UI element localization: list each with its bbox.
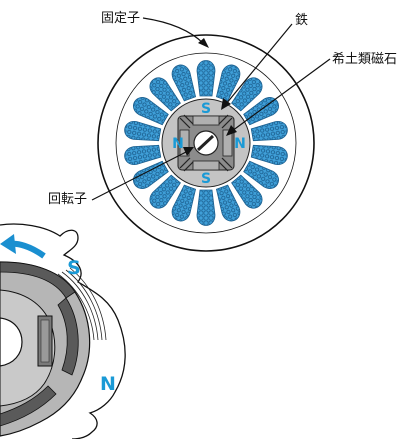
pole-n-right: N	[234, 136, 246, 152]
coil-slot	[250, 121, 288, 142]
pole-s-top: S	[201, 101, 211, 117]
detail-pole-s: S	[67, 257, 81, 279]
label-iron: 鉄	[295, 13, 308, 28]
detail-stator-outline	[0, 223, 126, 439]
label-magnet: 希土類磁石	[332, 52, 397, 67]
coil-slot	[171, 64, 197, 102]
coil-slot	[250, 144, 288, 165]
coil-slot	[215, 184, 241, 222]
coil-slot	[149, 174, 181, 209]
detail-pole-n: N	[100, 373, 116, 395]
rotor-detail: S N	[0, 223, 126, 439]
magnet-bottom	[192, 160, 220, 171]
coil-slot	[124, 144, 162, 165]
coil-slot	[215, 64, 241, 102]
stator-coils	[124, 60, 288, 226]
coil-slot	[196, 189, 216, 226]
leader-stator	[142, 17, 205, 45]
label-rotor: 回転子	[48, 192, 87, 207]
label-stator: 固定子	[101, 11, 140, 26]
coil-slot	[124, 121, 162, 142]
coil-slot	[231, 174, 263, 209]
magnet-top	[192, 115, 220, 126]
magnet-right	[222, 129, 233, 157]
motor-cross-section: S S N N	[97, 34, 315, 252]
pole-s-bottom: S	[201, 171, 211, 187]
coil-slot	[171, 184, 197, 222]
callouts: 固定子 鉄 希土類磁石 回転子	[48, 11, 397, 207]
magnet-left	[179, 129, 190, 157]
leader-iron	[225, 23, 293, 105]
coil-slot	[243, 160, 279, 189]
coil-slot	[133, 97, 169, 126]
rotor-iron	[177, 114, 235, 172]
pole-n-left: N	[172, 136, 184, 152]
leader-magnet	[231, 58, 331, 132]
coil-slot	[196, 60, 216, 97]
coil-slot	[243, 97, 279, 126]
coil-slot	[149, 77, 181, 112]
coil-slot	[231, 77, 263, 112]
leader-rotor	[91, 150, 189, 201]
detail-shaft	[0, 317, 23, 367]
coil-slot	[133, 160, 169, 189]
